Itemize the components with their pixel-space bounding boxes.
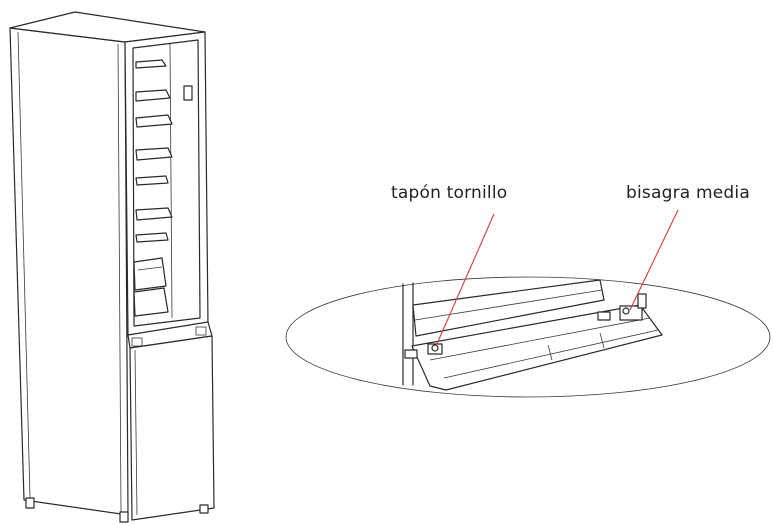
fridge-side-panel — [9, 27, 129, 516]
hinge-detail-callout — [285, 276, 771, 398]
middle-hinge-part — [597, 293, 647, 321]
control-panel — [183, 85, 193, 101]
screw-cap-part — [404, 343, 443, 359]
fridge-illustration — [9, 11, 215, 523]
shelves — [133, 59, 173, 317]
fridge-inner-opening — [132, 39, 201, 327]
detail-ellipse — [285, 276, 771, 398]
fridge-freezer-door — [129, 335, 215, 521]
middle-hinge-label: bisagra media — [626, 183, 750, 203]
screw-cap-label: tapón tornillo — [391, 183, 508, 203]
middle-hinge-leader — [629, 209, 679, 311]
screw-cap-leader — [435, 213, 495, 347]
